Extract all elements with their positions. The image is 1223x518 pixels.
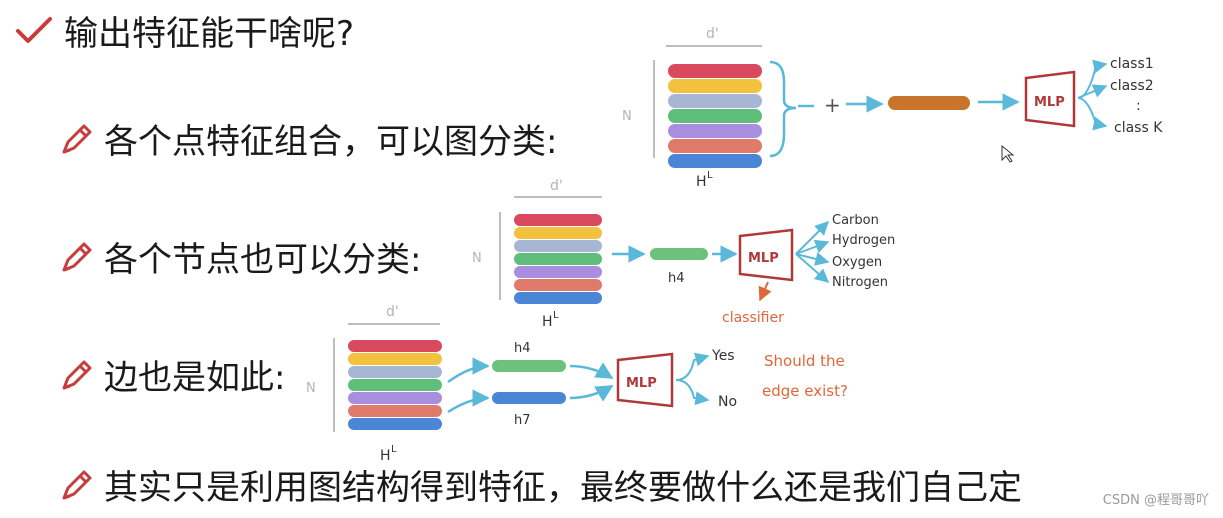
feature-stripe (348, 418, 442, 430)
feature-stripe (348, 340, 442, 352)
cursor-icon (1001, 144, 1015, 163)
bullet-text: 边也是如此: (104, 358, 286, 398)
feature-stripe (668, 139, 762, 153)
note-line-1: Should the (764, 352, 845, 370)
diagram-graph-classification: d' N H L + MLP class1 class2 : class K (622, 26, 1163, 190)
output-yes: Yes (711, 348, 735, 364)
mlp-block (1024, 70, 1076, 128)
plus-sign: + (824, 93, 841, 117)
feature-stripe (514, 214, 602, 226)
mlp-label: MLP (748, 251, 779, 266)
h-label: H (696, 174, 707, 190)
n-label: N (622, 109, 632, 124)
bullet-graph-classification: 各个点特征组合，可以图分类: (58, 122, 557, 162)
mlp-block (616, 352, 674, 408)
page-title: 输出特征能干啥呢? (64, 14, 355, 54)
mlp-block (738, 228, 794, 282)
note-line-2: edge exist? (762, 382, 848, 400)
checkmark-icon (14, 15, 54, 53)
output-label: Nitrogen (832, 275, 888, 290)
feature-stripe (514, 292, 602, 304)
feature-matrix (668, 64, 762, 168)
h-label: H (542, 314, 553, 330)
pencil-icon (58, 240, 94, 280)
edge-node-a-vector (492, 360, 566, 372)
feature-stripe (668, 64, 762, 78)
node-vector (650, 248, 708, 260)
feature-stripe (514, 253, 602, 265)
svg-text:L: L (707, 170, 713, 181)
output-label: class1 (1110, 56, 1154, 72)
output-no: No (718, 394, 737, 410)
diagram-node-classification: d' N H L h4 MLP Carbon Hydrogen Oxygen N… (472, 178, 895, 330)
pencil-icon (58, 358, 94, 398)
feature-stripe (668, 79, 762, 93)
node-a-label: h4 (514, 341, 531, 356)
classifier-label: classifier (722, 310, 784, 326)
bullet-summary: 其实只是利用图结构得到特征，最终要做什么还是我们自己定 (58, 468, 1022, 508)
n-label: N (472, 251, 482, 266)
feature-stripe (348, 366, 442, 378)
feature-matrix (348, 340, 442, 430)
feature-stripe (668, 124, 762, 138)
mlp-label: MLP (1034, 95, 1065, 110)
feature-stripe (514, 266, 602, 278)
n-label: N (306, 381, 316, 396)
feature-stripe (514, 227, 602, 239)
diagram-edge-classification: d' N H L h4 h7 MLP Yes No Should the edg… (306, 304, 848, 464)
watermark: CSDN @程哥哥吖 (1102, 493, 1209, 508)
output-label: : (1136, 98, 1141, 114)
feature-stripe (668, 154, 762, 168)
bullet-node-classification: 各个节点也可以分类: (58, 240, 421, 280)
output-label: Hydrogen (832, 233, 895, 248)
bullet-text: 各个点特征组合，可以图分类: (104, 122, 558, 162)
feature-matrix (514, 214, 602, 304)
feature-stripe (348, 379, 442, 391)
node-label: h4 (668, 271, 685, 286)
heading-row: 输出特征能干啥呢? (14, 14, 354, 54)
feature-stripe (514, 240, 602, 252)
pencil-icon (58, 122, 94, 162)
bullet-text: 其实只是利用图结构得到特征，最终要做什么还是我们自己定 (104, 468, 1022, 508)
feature-stripe (348, 405, 442, 417)
output-label: Oxygen (832, 255, 882, 270)
svg-text:L: L (391, 444, 397, 455)
feature-stripe (668, 109, 762, 123)
brace (769, 60, 797, 158)
bullet-text: 各个节点也可以分类: (104, 240, 422, 280)
edge-node-b-vector (492, 392, 566, 404)
bullet-edge-classification: 边也是如此: (58, 358, 285, 398)
feature-stripe (514, 279, 602, 291)
output-label: class K (1114, 120, 1163, 136)
output-label: class2 (1110, 78, 1154, 94)
svg-text:L: L (553, 310, 559, 321)
dim-label: d' (386, 304, 399, 320)
dim-label: d' (550, 178, 563, 194)
mlp-label: MLP (626, 376, 657, 391)
feature-stripe (348, 353, 442, 365)
pooled-vector (888, 96, 970, 110)
h-label: H (380, 448, 391, 464)
output-label: Carbon (832, 213, 879, 228)
feature-stripe (668, 94, 762, 108)
node-b-label: h7 (514, 413, 531, 428)
feature-stripe (348, 392, 442, 404)
dim-label: d' (706, 26, 719, 42)
pencil-icon (58, 468, 94, 508)
